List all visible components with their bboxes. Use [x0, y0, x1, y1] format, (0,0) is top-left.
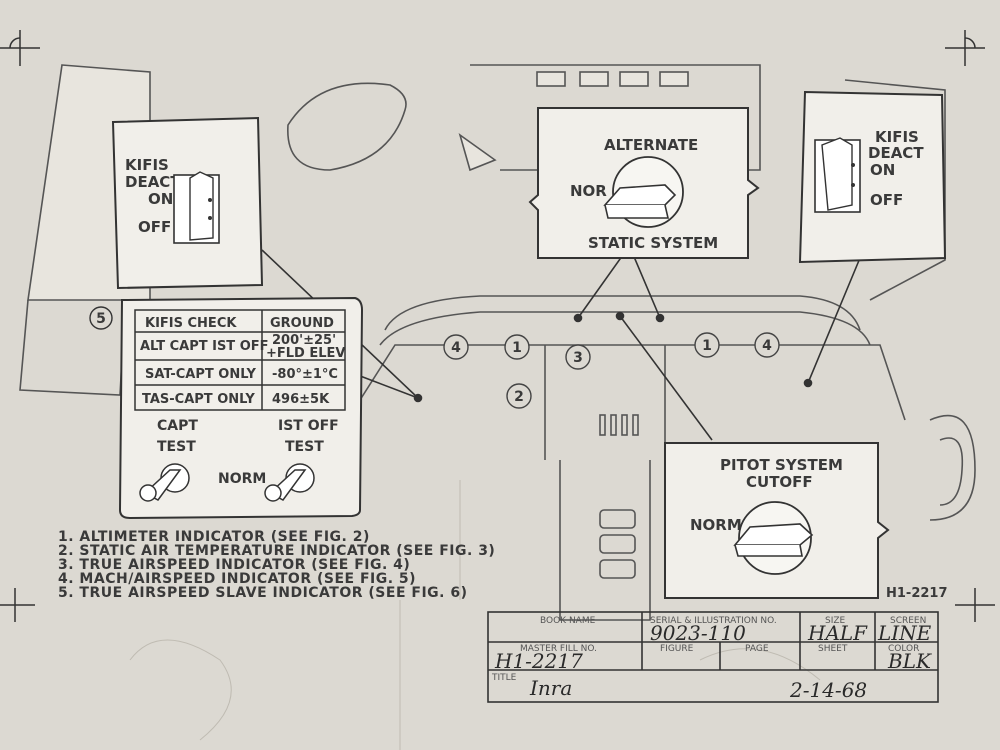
kifis-left-off: OFF: [138, 218, 171, 236]
kifis-check-table-grid: [134, 309, 346, 411]
title-label: TITLE: [491, 673, 517, 683]
ist-test-label: TEST: [285, 439, 324, 455]
sheet-label: SHEET: [818, 644, 848, 654]
legend-item-1: 1. ALTIMETER INDICATOR (SEE FIG. 2): [58, 529, 370, 545]
title-block-grid: [487, 611, 939, 703]
kifis-right-title: KIFIS: [875, 128, 919, 146]
registration-marks: [0, 30, 995, 622]
kifis-right-switch: [814, 137, 861, 213]
kifis-deact-left-callout: KIFIS DEACT ON OFF: [111, 116, 264, 290]
ist-off-label: IST OFF: [278, 418, 339, 434]
indicator-1-left: 1: [504, 334, 530, 360]
drawing-number: H1-2217: [886, 586, 948, 601]
date-value: 2-14-68: [789, 678, 867, 702]
legend-item-2: 2. STATIC AIR TEMPERATURE INDICATOR (SEE…: [58, 543, 495, 559]
indicator-1-left-label: 1: [512, 340, 522, 356]
row-sat-value: -80°±1°C: [272, 367, 338, 382]
alternate-label: ALTERNATE: [604, 136, 698, 154]
kifis-left-on: ON: [148, 190, 173, 208]
kifis-check-panel: 5 KIFIS CHECK GROUND ALT CAPT IST OFF 20…: [89, 296, 364, 520]
indicator-4-left-label: 4: [451, 340, 461, 356]
ground-header: GROUND: [270, 316, 334, 331]
figure-label: FIGURE: [660, 644, 694, 654]
kifis-right-on: ON: [870, 161, 895, 179]
legend-item-3: 3. TRUE AIRSPEED INDICATOR (SEE FIG. 4): [58, 557, 410, 573]
screen-value: LINE: [877, 621, 932, 645]
color-label: COLOR: [888, 644, 919, 654]
row-tas-label: TAS-CAPT ONLY: [142, 392, 255, 407]
row-sat-label: SAT-CAPT ONLY: [145, 367, 256, 382]
kifis-left-switch: [173, 171, 220, 244]
row-alt-value2: +FLD ELEV: [266, 346, 345, 361]
crosshair-top-left: [0, 30, 40, 66]
kifis-left-deact: DEACT: [125, 173, 181, 191]
alternate-static-knob: [603, 156, 684, 228]
kifis-deact-right-callout: KIFIS DEACT ON OFF: [798, 90, 947, 264]
size-label: SIZE: [825, 616, 846, 626]
indicator-2-left-label: 2: [514, 389, 524, 405]
panel-indicator-numbers: 4 1 3 2 1 4: [443, 332, 780, 409]
indicator-1-right: 1: [694, 332, 720, 358]
kifis-left-title: KIFIS: [125, 156, 169, 174]
indicator-1-right-label: 1: [702, 338, 712, 354]
badge-5-label: 5: [96, 311, 106, 327]
master-value: H1-2217: [494, 649, 583, 673]
capt-test-label: TEST: [157, 439, 196, 455]
pitot-norm-label: NORM: [690, 516, 742, 534]
title-value: Inra: [529, 676, 572, 700]
norm-label: NORM: [218, 471, 266, 487]
indicator-4-right-label: 4: [762, 338, 772, 354]
nor-label: NOR: [570, 182, 607, 200]
row-alt-value1: 200'±25': [272, 333, 336, 348]
kifis-right-deact: DEACT: [868, 144, 924, 162]
alternate-static-callout: ALTERNATE NOR STATIC SYSTEM: [528, 107, 760, 259]
static-system-label: STATIC SYSTEM: [588, 234, 718, 252]
page-label: PAGE: [745, 644, 769, 654]
serial-value: 9023-110: [650, 621, 746, 645]
crosshair-bottom-right: [955, 588, 995, 622]
pedestal-switch-row: [599, 414, 639, 436]
legend-item-5: 5. TRUE AIRSPEED SLAVE INDICATOR (SEE FI…: [58, 585, 467, 601]
book-name-label: BOOK NAME: [540, 616, 596, 626]
pitot-cutoff-callout: PITOT SYSTEM CUTOFF NORM: [664, 442, 890, 599]
serial-label: SERIAL & ILLUSTRATION NO.: [650, 616, 777, 626]
row-alt-label: ALT CAPT IST OFF: [140, 339, 269, 354]
pitot-cutoff-knob: [733, 501, 814, 575]
ist-off-test-toggle: [264, 463, 315, 502]
capt-label: CAPT: [157, 418, 198, 434]
crosshair-bottom-left: [0, 588, 35, 622]
master-label: MASTER FILL NO.: [520, 644, 597, 654]
pitot-system-label: PITOT SYSTEM: [720, 456, 843, 474]
indicator-3-center: 3: [565, 344, 591, 370]
title-block: BOOK NAME SERIAL & ILLUSTRATION NO. 9023…: [487, 611, 939, 703]
kifis-right-off: OFF: [870, 191, 903, 209]
crosshair-top-right: [945, 30, 985, 66]
indicator-4-right: 4: [754, 332, 780, 358]
kifis-check-header: KIFIS CHECK: [145, 316, 237, 331]
screen-label: SCREEN: [890, 616, 926, 626]
legend-list: 1. ALTIMETER INDICATOR (SEE FIG. 2) 2. S…: [58, 529, 495, 601]
capt-test-toggle: [139, 463, 190, 502]
indicator-4-left: 4: [443, 334, 469, 360]
color-value: BLK: [887, 649, 932, 673]
indicator-2-left: 2: [506, 383, 532, 409]
badge-5-circle: [89, 306, 113, 330]
size-value: HALF: [807, 621, 868, 645]
indicator-3-center-label: 3: [573, 350, 583, 366]
legend-item-4: 4. MACH/AIRSPEED INDICATOR (SEE FIG. 5): [58, 571, 416, 587]
cutoff-label: CUTOFF: [746, 473, 813, 491]
row-tas-value: 496±5K: [272, 392, 330, 407]
